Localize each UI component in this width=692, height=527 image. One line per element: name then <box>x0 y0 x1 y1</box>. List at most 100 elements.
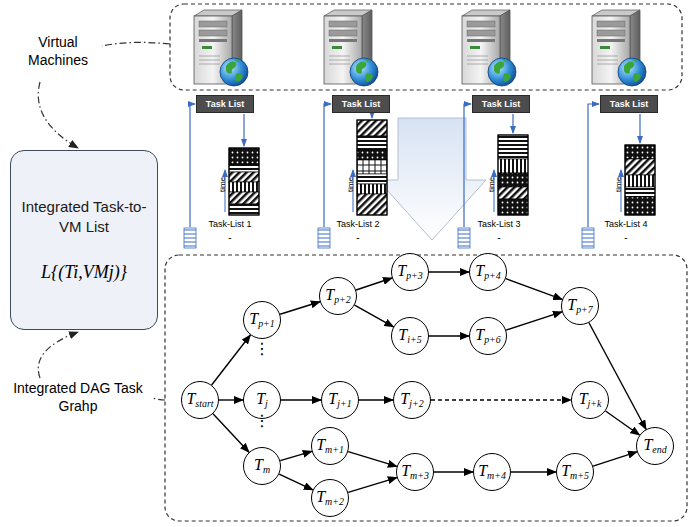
task-name: Tp+3 <box>397 263 423 281</box>
region-label: Integrated DAG Task Grahp <box>3 380 153 415</box>
queue-line <box>318 246 330 247</box>
task-list-title: Task List <box>482 99 520 109</box>
queue-icon <box>458 228 470 248</box>
dag-arrow <box>434 471 473 472</box>
queue-icon <box>582 228 594 248</box>
blue-wire <box>588 104 599 227</box>
caption-label: - <box>624 232 627 243</box>
caption-label: ⋮ <box>254 341 270 357</box>
queue-line <box>184 230 196 231</box>
dag-arrow <box>506 279 562 300</box>
queue-line <box>318 238 330 239</box>
task-list-box: Task List <box>332 95 390 113</box>
task-name: Tm+3 <box>401 463 429 481</box>
queue-line <box>582 242 594 243</box>
queue-line <box>458 238 470 239</box>
stack-outline <box>357 120 387 215</box>
dag-arrow <box>212 335 251 385</box>
task-block <box>229 182 259 192</box>
blue-wire <box>464 104 471 227</box>
task-name: Tj <box>256 391 268 409</box>
task-name: Tp+2 <box>325 287 351 305</box>
queue-line <box>184 238 196 239</box>
queue-line <box>458 246 470 247</box>
dag-arrow <box>359 399 393 400</box>
task-block <box>357 184 387 194</box>
task-block <box>229 164 259 172</box>
task-circle: Tm+2 <box>311 479 349 517</box>
queue-line <box>458 230 470 231</box>
task-list-title: Task List <box>206 99 244 109</box>
dag-arrow <box>429 335 469 336</box>
task-name: Tp+6 <box>475 327 501 345</box>
task-block <box>357 136 387 150</box>
blue-arrow <box>371 114 372 118</box>
dag-arrow <box>356 278 392 290</box>
task-circle: Ti+5 <box>391 317 429 355</box>
task-circle: Tp+7 <box>561 287 599 325</box>
blue-arrow <box>512 114 513 133</box>
dag-arrow <box>348 452 397 467</box>
task-name: Tp+1 <box>249 311 275 329</box>
task-circle: Tstart <box>181 381 219 419</box>
queue-line <box>582 246 594 247</box>
queue-line <box>318 230 330 231</box>
box-title: Integrated Task-to-VM List <box>19 197 149 236</box>
dag-arrow <box>593 452 637 466</box>
queue-line <box>582 238 594 239</box>
task-list-box: Task List <box>600 95 658 113</box>
axis-label: time <box>487 177 496 192</box>
task-circle: Tj+1 <box>321 381 359 419</box>
formula: L{(Ti,VMj)} <box>41 262 127 283</box>
queue-line <box>582 230 594 231</box>
task-block <box>498 199 528 215</box>
task-block <box>357 160 387 174</box>
queue-line <box>184 242 196 243</box>
dag-arrow <box>280 302 320 315</box>
task-block <box>625 145 655 159</box>
task-circle: Tj+2 <box>393 381 431 419</box>
task-block <box>229 148 259 164</box>
queue-line <box>184 234 196 235</box>
caption-label: - <box>497 232 500 243</box>
task-circle: Tm <box>243 447 281 485</box>
task-list-title: Task List <box>610 99 648 109</box>
blue-wire <box>324 104 331 227</box>
task-block <box>625 197 655 215</box>
task-block <box>229 192 259 204</box>
task-block <box>498 187 528 199</box>
task-circle: Tp+3 <box>391 253 429 291</box>
caption-label: - <box>356 232 359 243</box>
blue-wire <box>190 104 195 227</box>
task-block <box>625 159 655 175</box>
dag-arrow <box>429 271 469 272</box>
queue-icon <box>184 228 196 248</box>
task-circle: Tm+4 <box>473 453 511 491</box>
region-label: Virtual Machines <box>13 34 103 69</box>
task-circle: Tj+k <box>571 381 609 419</box>
caption-label: Task-List 2 <box>336 219 379 229</box>
queue-line <box>458 242 470 243</box>
caption-label: - <box>228 232 231 243</box>
task-name: Tj+k <box>579 391 602 409</box>
dag-arrow <box>506 312 562 330</box>
task-name: Tstart <box>186 391 213 409</box>
task-block <box>498 173 528 187</box>
dag-arrow <box>280 451 312 460</box>
task-list-title: Task List <box>342 99 380 109</box>
task-circle: Tp+1 <box>243 301 281 339</box>
task-name: Tj+2 <box>400 391 423 409</box>
task-circle: Tp+6 <box>469 317 507 355</box>
task-block <box>357 150 387 160</box>
task-block <box>357 194 387 215</box>
queue-line <box>184 246 196 247</box>
task-block <box>498 135 528 159</box>
queue-line <box>582 234 594 235</box>
dag-arrow <box>213 414 249 452</box>
blue-arrow <box>639 114 640 143</box>
task-name: Tm+5 <box>561 463 589 481</box>
queue-line <box>318 242 330 243</box>
task-block <box>625 187 655 197</box>
dag-arrow <box>281 399 321 400</box>
task-block <box>498 159 528 173</box>
